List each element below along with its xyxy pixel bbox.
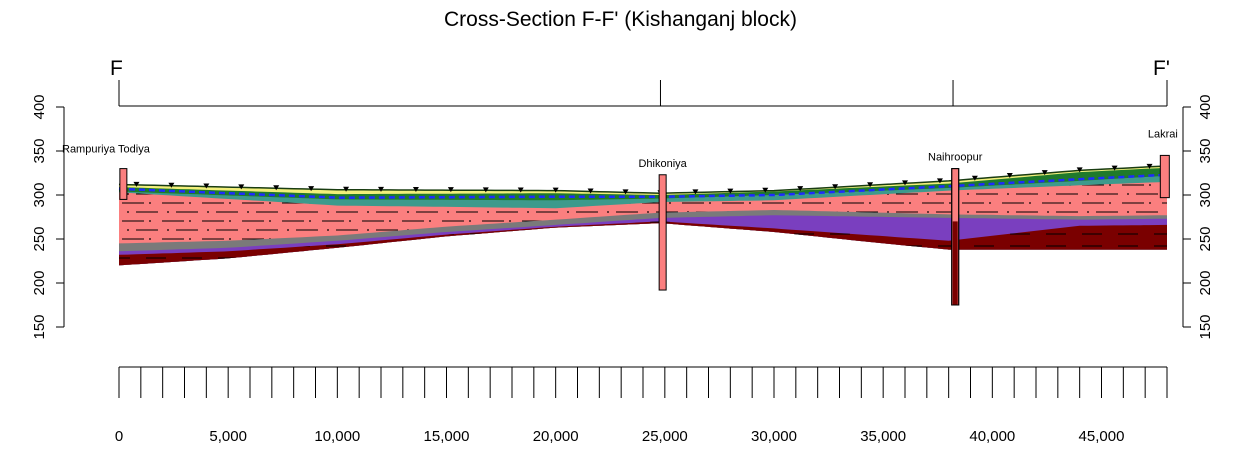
- water-level-marker: [587, 188, 594, 194]
- right-tick-label-350: 350: [1197, 138, 1214, 163]
- left-tick-label-150: 150: [31, 314, 48, 339]
- water-level-marker: [482, 187, 489, 193]
- water-level-marker: [797, 186, 804, 192]
- right-tick-label-400: 400: [1197, 94, 1214, 119]
- x-tick-label-30000: 30,000: [751, 428, 797, 445]
- water-level-marker: [378, 186, 384, 192]
- borehole-clay-segment: [952, 221, 958, 305]
- water-level-marker: [343, 186, 350, 192]
- water-level-marker: [867, 182, 874, 188]
- water-level-marker: [273, 185, 280, 191]
- right-tick-label-200: 200: [1197, 270, 1214, 295]
- elevation-axes: 150 200 250 300 350 400 150 200 250 300 350 400: [31, 94, 1214, 339]
- right-tick-label-300: 300: [1197, 182, 1214, 207]
- borehole-label-2: Naihroopur: [928, 152, 983, 164]
- borehole-label-0: Rampuriya Todiya: [62, 144, 151, 156]
- left-tick-label-350: 350: [31, 138, 48, 163]
- water-level-marker: [936, 178, 943, 184]
- water-level-marker: [622, 189, 629, 195]
- x-tick-label-35000: 35,000: [860, 428, 906, 445]
- borehole-0: [119, 168, 128, 200]
- x-tick-label-0: 0: [115, 428, 123, 445]
- x-tick-label-10000: 10,000: [314, 428, 360, 445]
- water-level-marker: [447, 187, 454, 193]
- section-line: [118, 80, 1168, 107]
- water-level-marker: [1076, 167, 1083, 173]
- left-tick-label-300: 300: [31, 182, 48, 207]
- water-level-marker: [1111, 165, 1118, 171]
- x-tick-label-40000: 40,000: [969, 428, 1015, 445]
- borehole-outline-2: [951, 168, 960, 306]
- x-tick-label-5000: 5,000: [209, 428, 247, 445]
- water-level-marker: [1146, 163, 1153, 169]
- water-level-marker: [308, 186, 315, 192]
- left-tick-label-400: 400: [31, 94, 48, 119]
- borehole-3: [1159, 154, 1170, 199]
- borehole-label-1: Dhikoniya: [638, 158, 687, 170]
- water-level-marker: [133, 181, 140, 187]
- water-level-marker: [1006, 172, 1013, 178]
- ground-surface-line: [118, 165, 1168, 194]
- chart-title: Cross-Section F-F' (Kishanganj block): [444, 8, 797, 31]
- water-level-marker: [238, 184, 245, 190]
- water-level-marker: [203, 183, 210, 189]
- x-tick-label-45000: 45,000: [1079, 428, 1125, 445]
- layer-purple: [119, 215, 1167, 266]
- section-start-label: F: [110, 57, 123, 80]
- water-level-marker: [727, 188, 734, 194]
- right-tick-label-150: 150: [1197, 314, 1214, 339]
- borehole-label-3: Lakrai: [1148, 128, 1178, 140]
- distance-scale: 0 5,000 10,000 15,000 20,000 25,000 30,000 35,0…: [115, 366, 1168, 445]
- left-tick-label-200: 200: [31, 270, 48, 295]
- water-level-marker: [762, 187, 769, 193]
- x-tick-label-25000: 25,000: [642, 428, 688, 445]
- water-level-marker: [552, 187, 559, 193]
- left-tick-label-250: 250: [31, 226, 48, 251]
- water-level-marker: [168, 182, 175, 188]
- x-tick-label-15000: 15,000: [424, 428, 470, 445]
- stratigraphy-layers: [118, 163, 1168, 266]
- water-level-marker: [832, 184, 839, 190]
- water-table-line: [118, 173, 1168, 199]
- right-tick-label-250: 250: [1197, 226, 1214, 251]
- water-level-marker: [412, 187, 419, 193]
- water-level-marker: [1041, 170, 1048, 176]
- borehole-1: [658, 174, 667, 291]
- x-tick-label-20000: 20,000: [533, 428, 579, 445]
- water-level-marker: [517, 187, 524, 193]
- water-level-marker: [692, 189, 699, 195]
- water-level-marker: [971, 175, 978, 181]
- water-level-marker: [902, 180, 908, 186]
- section-end-label: F': [1153, 57, 1170, 80]
